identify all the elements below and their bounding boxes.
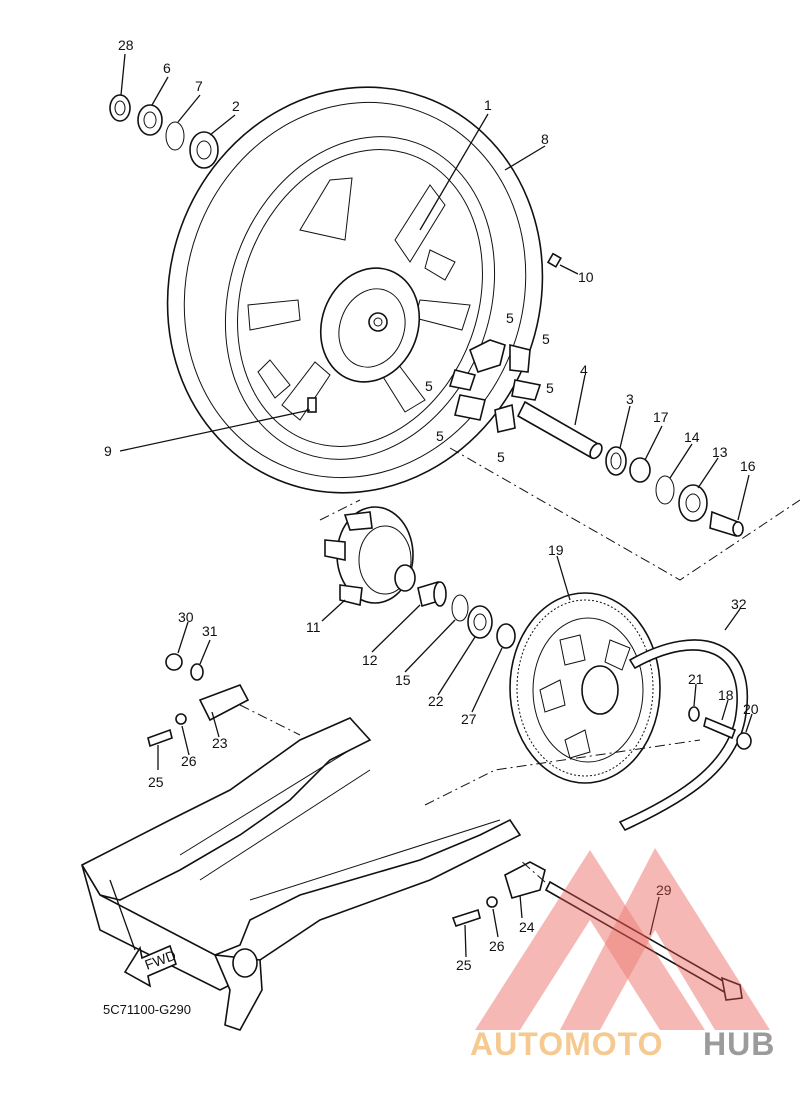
callout-28: 28 bbox=[118, 37, 134, 53]
rear-wheel bbox=[166, 86, 544, 494]
reference-lines bbox=[239, 447, 800, 883]
callout-5-e: 5 bbox=[436, 428, 444, 444]
callout-19: 19 bbox=[548, 542, 564, 558]
callout-6: 6 bbox=[163, 60, 171, 76]
callout-27: 27 bbox=[461, 711, 477, 727]
adjuster-right bbox=[451, 861, 546, 928]
rear-axle-part-29 bbox=[544, 880, 743, 1001]
pulley-hub-part-11 bbox=[324, 506, 416, 606]
callout-13: 13 bbox=[712, 444, 728, 460]
callout-5-b: 5 bbox=[542, 331, 550, 347]
callout-30: 30 bbox=[178, 609, 194, 625]
callout-2: 2 bbox=[232, 98, 240, 114]
callout-23: 23 bbox=[212, 735, 228, 751]
pulley-bearings bbox=[417, 580, 516, 649]
callout-26-a: 26 bbox=[181, 753, 197, 769]
callouts: 28 6 7 2 1 8 10 9 5 5 5 5 5 5 4 3 17 14 … bbox=[104, 37, 759, 973]
callout-9: 9 bbox=[104, 443, 112, 459]
callout-29: 29 bbox=[656, 882, 672, 898]
bearing-set-right bbox=[605, 446, 744, 538]
callout-5-c: 5 bbox=[425, 378, 433, 394]
callout-8: 8 bbox=[541, 131, 549, 147]
callout-32: 32 bbox=[731, 596, 747, 612]
callout-20: 20 bbox=[743, 701, 759, 717]
callout-12: 12 bbox=[362, 652, 378, 668]
callout-3: 3 bbox=[626, 391, 634, 407]
watermark-text-auto-moto: AUTOMOTO bbox=[470, 1026, 663, 1062]
callout-5-d: 5 bbox=[546, 380, 554, 396]
callout-11: 11 bbox=[306, 619, 321, 635]
adjuster-hardware bbox=[688, 706, 752, 750]
callout-31: 31 bbox=[202, 623, 218, 639]
callout-10: 10 bbox=[578, 269, 594, 285]
callout-5-a: 5 bbox=[506, 310, 514, 326]
callout-25-a: 25 bbox=[148, 774, 164, 790]
rear-pulley-part-19 bbox=[509, 592, 661, 784]
callout-22: 22 bbox=[428, 693, 444, 709]
adjuster-left bbox=[147, 653, 250, 748]
damper-set bbox=[448, 339, 542, 433]
callout-18: 18 bbox=[718, 687, 734, 703]
callout-15: 15 bbox=[395, 672, 411, 688]
bearing-set-left bbox=[109, 94, 219, 169]
axle-sleeve-part-4 bbox=[516, 400, 603, 460]
callout-4: 4 bbox=[580, 362, 588, 378]
leader-lines bbox=[109, 53, 753, 958]
watermark-triangle-left bbox=[475, 850, 705, 1030]
callout-24: 24 bbox=[519, 919, 535, 935]
callout-14: 14 bbox=[684, 429, 700, 445]
swingarm bbox=[80, 717, 522, 1031]
callout-26-b: 26 bbox=[489, 938, 505, 954]
drive-belt-part-32 bbox=[618, 639, 749, 832]
callout-5-f: 5 bbox=[497, 449, 505, 465]
callout-21: 21 bbox=[688, 671, 704, 687]
collar-part-10 bbox=[546, 252, 562, 268]
callout-17: 17 bbox=[653, 409, 669, 425]
watermark-logo: AUTOMOTO HUB bbox=[470, 848, 775, 1062]
watermark-triangle-right bbox=[560, 848, 770, 1030]
callout-1: 1 bbox=[484, 97, 492, 113]
callout-25-b: 25 bbox=[456, 957, 472, 973]
diagram-code: 5C71100-G290 bbox=[103, 1002, 191, 1017]
callout-7: 7 bbox=[195, 78, 203, 94]
watermark-text-hub: HUB bbox=[703, 1026, 775, 1062]
callout-16: 16 bbox=[740, 458, 756, 474]
